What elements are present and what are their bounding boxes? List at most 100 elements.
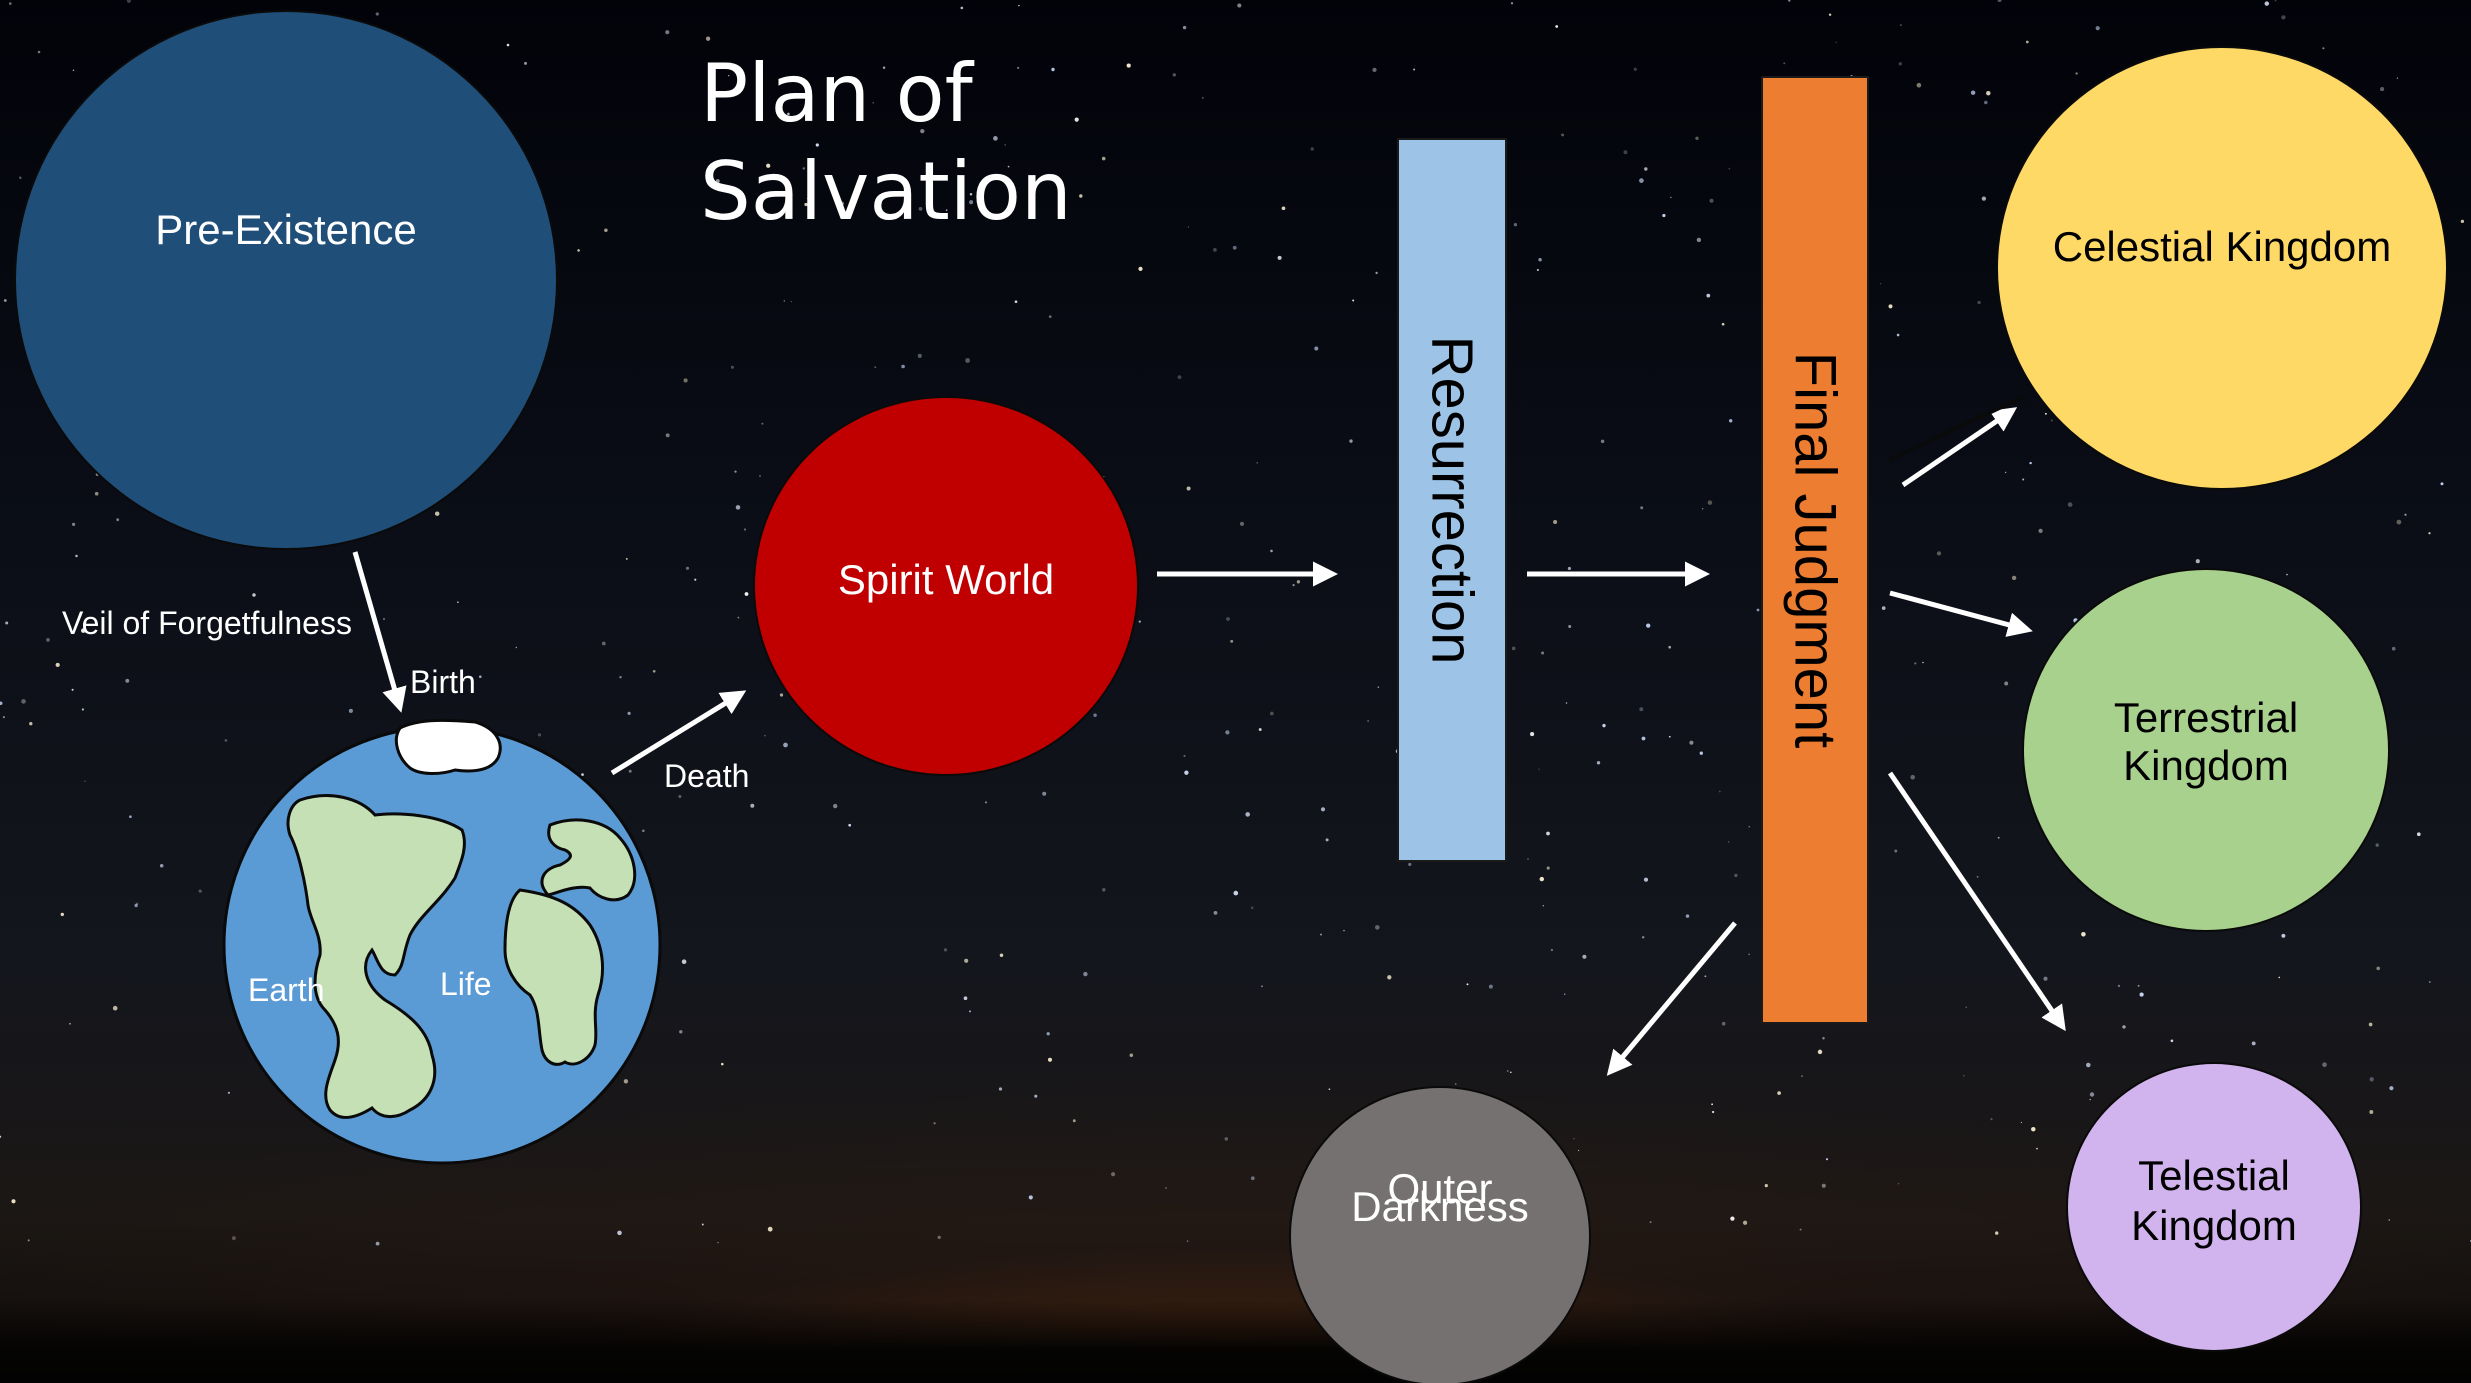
star: [1538, 258, 1542, 262]
star: [1310, 147, 1314, 151]
earth-white-patch: [394, 718, 502, 775]
star: [2095, 26, 2100, 31]
celestial-kingdom-label: Celestial Kingdom: [2052, 223, 2392, 270]
life-label: Life: [440, 966, 492, 1002]
star: [1721, 322, 1725, 326]
star: [1352, 299, 1355, 302]
star: [1701, 508, 1704, 510]
star: [1764, 1184, 1768, 1188]
star: [94, 491, 99, 496]
star: [872, 101, 875, 104]
star: [1553, 519, 1558, 525]
star: [1387, 975, 1392, 980]
star: [1539, 876, 1545, 882]
arrow-to-outer-darkness: [1606, 921, 1737, 1076]
star: [601, 641, 606, 646]
star: [1296, 580, 1301, 584]
star: [1704, 975, 1707, 978]
star: [999, 953, 1004, 958]
star: [252, 593, 256, 597]
star: [1455, 1083, 1457, 1085]
star: [1377, 686, 1379, 688]
star: [715, 179, 720, 184]
star: [2389, 1086, 2394, 1091]
star: [1028, 1195, 1033, 1200]
star: [933, 1122, 936, 1125]
star: [1213, 911, 1218, 915]
star: [1083, 971, 1088, 977]
star: [1748, 953, 1750, 955]
star: [375, 12, 379, 16]
star: [917, 353, 922, 359]
star: [27, 1239, 30, 1242]
star: [683, 378, 688, 383]
star: [81, 708, 84, 711]
telestial-kingdom-label: Telestial Kingdom: [2131, 1152, 2297, 1254]
star: [964, 958, 969, 963]
star: [1602, 723, 1606, 728]
star: [1897, 1182, 1900, 1185]
star: [1538, 768, 1540, 770]
star: [730, 365, 734, 369]
star: [1582, 954, 1587, 959]
star: [1910, 774, 1916, 780]
star: [1004, 144, 1006, 146]
star: [1711, 1110, 1715, 1114]
star: [766, 163, 771, 168]
star: [2004, 681, 2009, 686]
star: [2075, 72, 2078, 75]
star: [1250, 1176, 1255, 1181]
arrow-to-celestial: [1901, 407, 2018, 488]
celestial-kingdom-circle: Celestial Kingdom: [1996, 46, 2448, 490]
star: [787, 112, 790, 116]
telestial-line-1: Telestial: [2138, 1152, 2290, 1199]
star: [2322, 1062, 2327, 1068]
star: [2170, 1039, 2174, 1043]
star: [1828, 13, 1832, 16]
star: [2050, 419, 2053, 422]
star: [71, 522, 76, 527]
star: [2391, 646, 2396, 651]
star: [2428, 981, 2431, 983]
star: [1101, 156, 1106, 161]
star: [2086, 1062, 2091, 1068]
star: [1640, 506, 1644, 510]
star: [1138, 620, 1141, 623]
star: [1184, 770, 1189, 775]
star: [1695, 136, 1699, 141]
star: [2281, 15, 2286, 20]
star: [2089, 1092, 2095, 1097]
title-line-1: Plan of: [700, 47, 973, 140]
star: [1093, 713, 1097, 718]
star: [581, 773, 584, 776]
star: [1046, 1032, 1050, 1036]
star: [628, 769, 632, 773]
star: [783, 300, 786, 302]
star: [2404, 513, 2407, 516]
star: [969, 193, 973, 196]
star: [1527, 858, 1529, 860]
telestial-line-2: Kingdom: [2131, 1202, 2297, 1249]
star: [227, 1091, 230, 1094]
spirit-world-label: Spirit World: [837, 556, 1055, 603]
star: [1408, 862, 1412, 866]
star: [945, 209, 948, 211]
star: [2428, 532, 2431, 535]
star: [1623, 150, 1628, 155]
star: [1224, 1137, 1229, 1141]
star: [1018, 4, 1020, 7]
star: [1727, 841, 1730, 843]
star: [833, 803, 838, 809]
star: [1573, 1138, 1575, 1140]
resurrection-bar: Resurrection: [1397, 138, 1507, 862]
star: [727, 74, 730, 77]
birth-label: Birth: [410, 664, 476, 700]
outer-darkness-line-1: Outer: [1387, 1165, 1493, 1212]
star: [5, 621, 9, 625]
star: [705, 36, 711, 41]
star: [1986, 90, 1991, 96]
star: [1721, 1021, 1726, 1026]
star: [767, 1226, 773, 1232]
star: [2440, 482, 2444, 486]
star: [665, 433, 670, 438]
